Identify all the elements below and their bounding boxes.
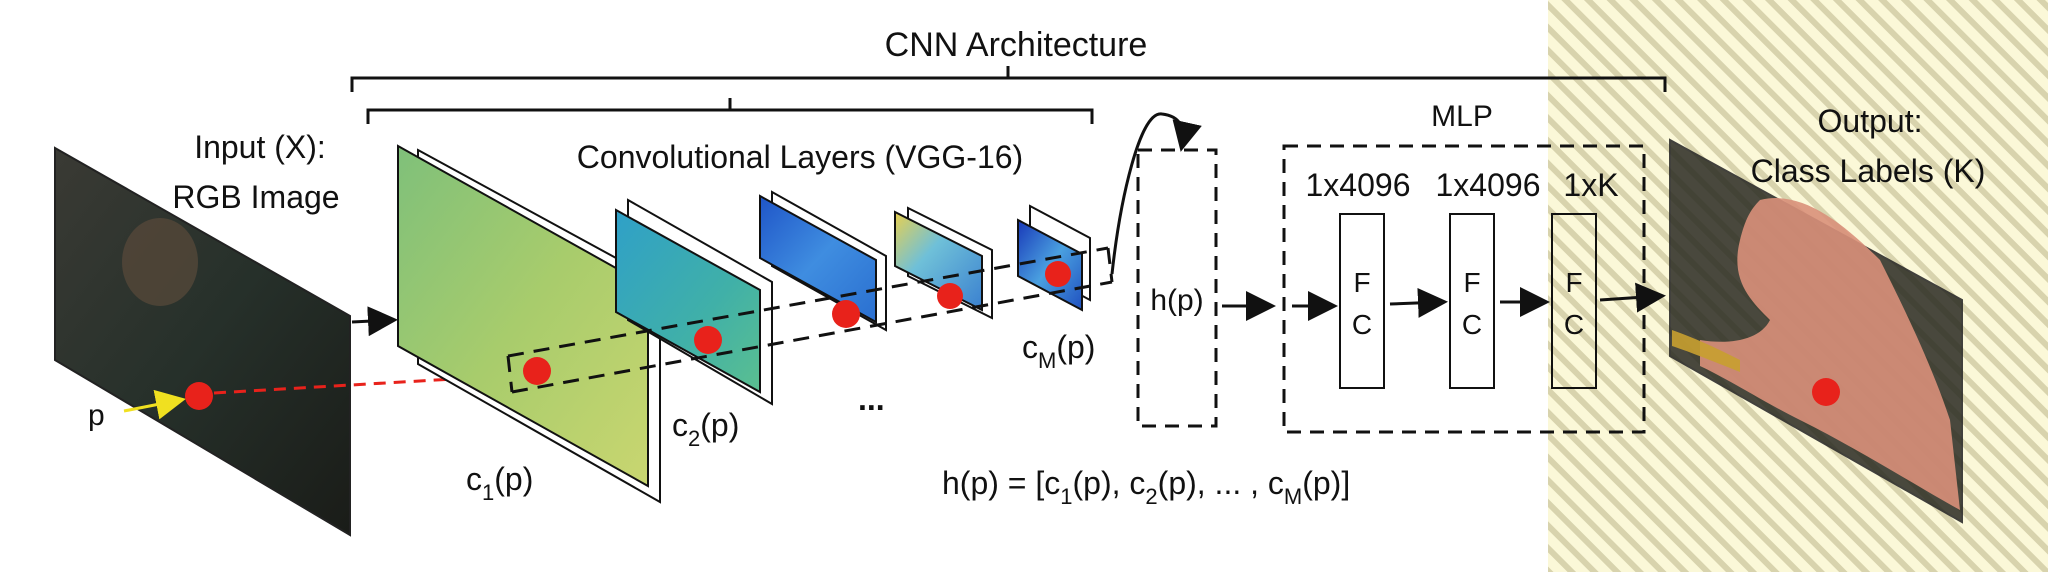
feature-map-c3 bbox=[759, 194, 877, 324]
fc1-c: C bbox=[1352, 309, 1372, 340]
c2-dot bbox=[694, 326, 722, 354]
fc2-box bbox=[1449, 213, 1495, 389]
input-label-line1: Input (X): bbox=[194, 129, 326, 165]
fc1-size-label: 1x4096 bbox=[1306, 167, 1411, 203]
feature-map-c4 bbox=[894, 210, 983, 312]
hypercolumn-equation: h(p) = [c1(p), c2(p), ... , cM(p)] bbox=[942, 465, 1350, 509]
hypercolumn-box bbox=[1136, 148, 1218, 428]
feature-map-c1 bbox=[397, 144, 649, 488]
fc2-f: F bbox=[1463, 267, 1480, 298]
c1-dot bbox=[523, 357, 551, 385]
fc1-box bbox=[1339, 213, 1385, 389]
cm-label: cM(p) bbox=[1022, 329, 1095, 373]
ellipsis-label: ... bbox=[858, 381, 885, 417]
fc2-size-label: 1x4096 bbox=[1436, 167, 1541, 203]
conv-layers-title: Convolutional Layers (VGG-16) bbox=[577, 139, 1023, 175]
fc3-box bbox=[1551, 213, 1597, 389]
cnn-bracket bbox=[350, 66, 1667, 92]
c3-dot bbox=[832, 300, 860, 328]
output-person-region bbox=[1700, 198, 1960, 510]
mlp-title: MLP bbox=[1431, 100, 1493, 133]
fc3-size-label: 1xK bbox=[1563, 167, 1618, 203]
fc1-f: F bbox=[1353, 267, 1370, 298]
output-label-line2: Class Labels (K) bbox=[1751, 153, 1986, 189]
curved-arrow-to-h bbox=[1110, 112, 1202, 275]
hypercolumn-tube bbox=[506, 246, 1114, 394]
hypercolumn-label: h(p) bbox=[1150, 284, 1203, 317]
c1-label: c1(p) bbox=[466, 461, 533, 505]
input-label-line2: RGB Image bbox=[172, 179, 339, 215]
feature-map-c2 bbox=[615, 208, 761, 394]
cnn-architecture-title: CNN Architecture bbox=[885, 26, 1148, 64]
fc3-c: C bbox=[1564, 309, 1584, 340]
input-to-conv-arrow bbox=[351, 306, 398, 337]
cm-dot bbox=[1045, 261, 1071, 287]
c2-label: c2(p) bbox=[672, 407, 739, 451]
conv-bracket bbox=[366, 98, 1094, 124]
input-pixel-dot bbox=[185, 382, 213, 410]
child-face bbox=[122, 218, 198, 306]
output-pixel-dot bbox=[1812, 378, 1840, 406]
pixel-pointer-arrow bbox=[123, 389, 186, 420]
mlp-to-output-arrow bbox=[1599, 282, 1666, 313]
fc1-to-fc2-arrow bbox=[1389, 287, 1448, 318]
fc2-c: C bbox=[1462, 309, 1482, 340]
pixel-label: p bbox=[88, 399, 105, 432]
c4-dot bbox=[937, 283, 963, 309]
output-label-line1: Output: bbox=[1818, 103, 1923, 139]
output-table-region bbox=[1672, 330, 1740, 372]
fc3-f: F bbox=[1565, 267, 1582, 298]
